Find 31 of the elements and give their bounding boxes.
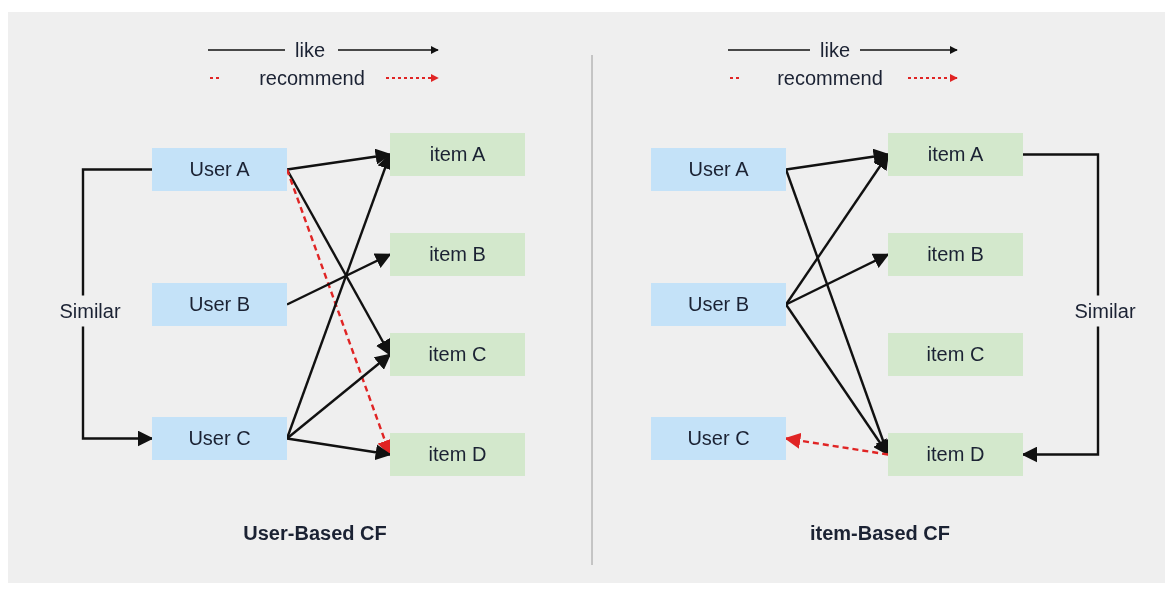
user-box: User A [651,148,786,191]
user-box: User B [152,283,287,326]
user-box: User A [152,148,287,191]
item-box: item A [390,133,525,176]
item-box: item C [390,333,525,376]
item-box: item A [888,133,1023,176]
item-box: item B [390,233,525,276]
item-box: item D [390,433,525,476]
diagram-caption: User-Based CF [243,522,387,545]
legend-label: recommend [259,66,365,90]
arrow [286,437,392,461]
legend-label: recommend [777,66,883,90]
arrow [286,148,392,171]
item-box: item B [888,233,1023,276]
legend-label: like [295,38,325,62]
diagram-caption: item-Based CF [810,522,950,545]
user-box: User C [651,417,786,460]
arrow [286,353,392,440]
item-box: item D [888,433,1023,476]
legend-label: like [820,38,850,62]
user-box: User B [651,283,786,326]
arrow [785,148,890,171]
edge-label: Similar [1072,295,1138,327]
arrow [286,253,392,306]
item-box: item C [888,333,1023,376]
user-box: User C [152,417,287,460]
arrow [785,303,889,456]
arrow [785,153,889,306]
arrow [81,168,154,447]
arrow [785,253,890,306]
edge-label: Similar [57,295,123,327]
